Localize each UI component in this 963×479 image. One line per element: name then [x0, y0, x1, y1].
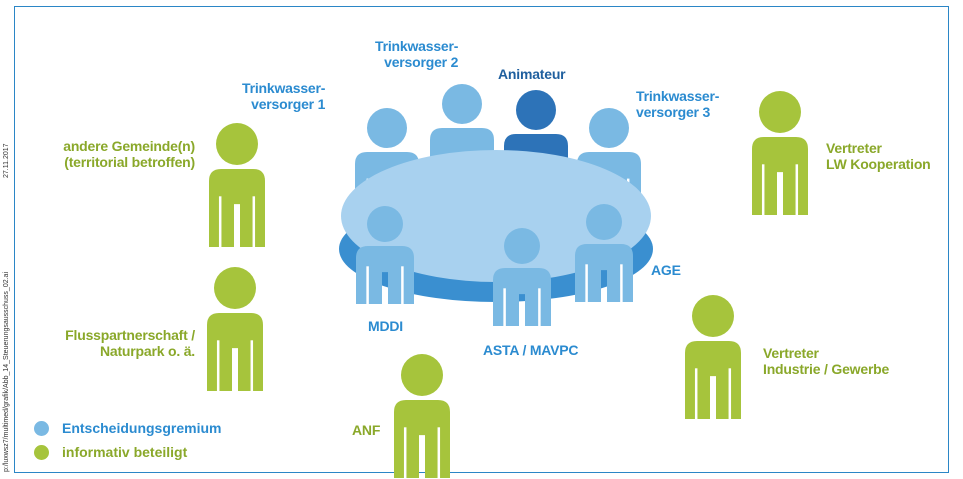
label-industrie: Vertreter Industrie / Gewerbe [763, 345, 890, 377]
table-top [341, 150, 651, 282]
label-trinkwasserversorger-3: Trinkwasser- versorger 3 [636, 88, 720, 120]
label-animateur: Animateur [498, 66, 566, 82]
person-mddi [356, 206, 414, 304]
person-head [401, 354, 443, 396]
person-body [209, 169, 265, 247]
person-head [367, 206, 403, 242]
person-asta-mavpc [493, 228, 551, 326]
person-lw-kooperation [752, 91, 808, 215]
person-head [759, 91, 801, 133]
person-head [442, 84, 482, 124]
person-body [356, 246, 414, 304]
person-head [367, 108, 407, 148]
legend-label: Entscheidungsgremium [62, 420, 222, 436]
label-flusspartnerschaft: Flusspartnerschaft / Naturpark o. ä. [65, 327, 195, 359]
person-andere-gemeinde [209, 123, 265, 247]
person-industrie [685, 295, 741, 419]
legend-dot-informative [34, 444, 49, 460]
person-body [685, 341, 741, 419]
label-trinkwasserversorger-1: Trinkwasser- versorger 1 [242, 80, 326, 112]
person-head [692, 295, 734, 337]
legend-item-informativ: informativ beteiligt [34, 440, 221, 464]
label-age: AGE [651, 262, 681, 278]
person-head [589, 108, 629, 148]
person-body [752, 137, 808, 215]
legend: Entscheidungsgremium informativ beteilig… [34, 416, 221, 464]
label-asta-mavpc: ASTA / MAVPC [483, 342, 579, 358]
person-head [516, 90, 556, 130]
person-body [493, 268, 551, 326]
person-head [214, 267, 256, 309]
legend-item-entscheidungsgremium: Entscheidungsgremium [34, 416, 221, 440]
person-body [394, 400, 450, 478]
label-andere-gemeinde: andere Gemeinde(n) (territorial betroffe… [63, 138, 195, 170]
legend-label: informativ beteiligt [62, 444, 188, 460]
label-anf: ANF [352, 422, 381, 438]
label-trinkwasserversorger-2: Trinkwasser- versorger 2 [375, 38, 459, 70]
person-body [575, 244, 633, 302]
label-lw-kooperation: Vertreter LW Kooperation [826, 140, 931, 172]
person-body [207, 313, 263, 391]
label-mddi: MDDI [368, 318, 403, 334]
legend-dot-decision [34, 420, 49, 436]
person-head [586, 204, 622, 240]
person-anf [394, 354, 450, 478]
person-head [504, 228, 540, 264]
person-flusspartnerschaft [207, 267, 263, 391]
round-table [339, 150, 653, 302]
person-head [216, 123, 258, 165]
person-age [575, 204, 633, 302]
